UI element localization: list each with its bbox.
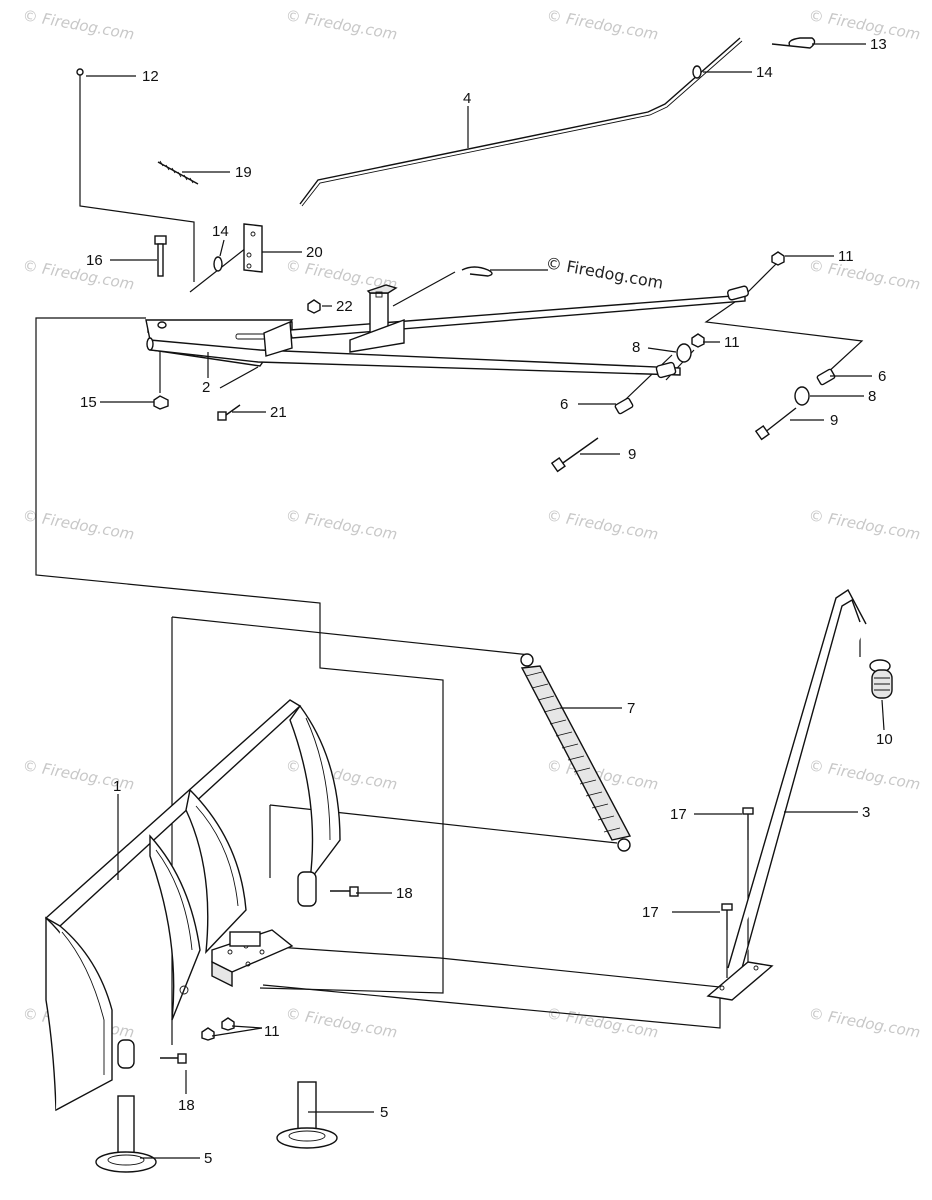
- bolt-part-18[interactable]: [330, 886, 359, 897]
- callout-7: 7: [627, 700, 635, 717]
- watermark: © Firedog.com: [545, 6, 659, 43]
- shoe-part-5[interactable]: [276, 1081, 338, 1149]
- bolt-part-18[interactable]: [160, 1053, 187, 1064]
- watermark: © Firedog.com: [807, 506, 921, 543]
- watermark: © Firedog.com: [21, 506, 135, 543]
- callout-3: 3: [862, 804, 870, 821]
- watermark: © Firedog.com: [21, 6, 135, 43]
- washer-part-14[interactable]: [692, 65, 702, 79]
- callout-5: 5: [204, 1150, 212, 1167]
- callout-21: 21: [270, 404, 287, 421]
- frame-pin-upper-right[interactable]: [727, 285, 749, 301]
- washer-part-14[interactable]: [213, 256, 223, 272]
- watermark: © Firedog.com: [807, 756, 921, 793]
- watermark: © Firedog.com: [284, 6, 398, 43]
- callout-9: 9: [830, 412, 838, 429]
- watermark: © Firedog.com: [807, 256, 921, 293]
- frame-part-2[interactable]: [145, 294, 746, 376]
- blade-socket-left[interactable]: [117, 1039, 135, 1069]
- watermark: © Firedog.com: [545, 506, 659, 543]
- callout-17: 17: [670, 806, 687, 823]
- callout-8: 8: [868, 388, 876, 405]
- pin-part-12[interactable]: [76, 68, 84, 88]
- callout-22: 22: [336, 298, 353, 315]
- shoe-part-5[interactable]: [95, 1095, 157, 1173]
- callout-15: 15: [80, 394, 97, 411]
- bracket-part-20[interactable]: [243, 223, 263, 273]
- watermark: © Firedog.com: [284, 756, 398, 793]
- nut-part-15[interactable]: [153, 395, 169, 410]
- callout-16: 16: [86, 252, 103, 269]
- watermark: © Firedog.com: [545, 1004, 659, 1041]
- washer-part-8[interactable]: [794, 386, 810, 406]
- callout-5: 5: [380, 1104, 388, 1121]
- blade-socket-right[interactable]: [297, 871, 317, 907]
- callout-14: 14: [756, 64, 773, 81]
- watermark: © Firedog.com: [807, 1004, 921, 1041]
- callout-6: 6: [560, 396, 568, 413]
- nut-part-22[interactable]: [307, 299, 321, 314]
- grip-part-10[interactable]: [869, 659, 893, 699]
- frame-upright[interactable]: [349, 284, 405, 353]
- bolt-part-9[interactable]: [550, 437, 599, 473]
- rod-part-4[interactable]: [299, 37, 743, 207]
- nut-part-11[interactable]: [221, 1017, 235, 1031]
- callout-13: 13: [870, 36, 887, 53]
- callout-leaders: [86, 43, 885, 1159]
- callout-1: 1: [113, 778, 121, 795]
- watermark-center: © Firedog.com: [544, 253, 664, 292]
- callout-11: 11: [724, 334, 740, 351]
- callout-2: 2: [202, 379, 210, 396]
- callout-9: 9: [628, 446, 636, 463]
- nut-part-11[interactable]: [771, 251, 785, 266]
- watermark-layer: © Firedog.com © Firedog.com © Firedog.co…: [21, 6, 921, 1041]
- watermark: © Firedog.com: [21, 256, 135, 293]
- hitch-pin-part-13[interactable]: [771, 37, 816, 49]
- watermark: © Firedog.com: [284, 506, 398, 543]
- bolt-part-9[interactable]: [754, 407, 797, 441]
- callout-11: 11: [838, 248, 854, 265]
- threaded-rod-part-19[interactable]: [157, 160, 199, 185]
- watermark: © Firedog.com: [807, 6, 921, 43]
- spring-part-7[interactable]: [520, 653, 632, 852]
- washer-part-8[interactable]: [676, 343, 692, 363]
- bolt-part-21[interactable]: [217, 404, 241, 421]
- callout-17: 17: [642, 904, 659, 921]
- callout-10: 10: [876, 731, 893, 748]
- callout-18: 18: [396, 885, 413, 902]
- bolt-part-17[interactable]: [721, 903, 733, 930]
- nut-part-11[interactable]: [201, 1027, 215, 1041]
- callout-labels: 12 13 14 4 19 14 20 16 22 11 11 8 2 15 2…: [80, 36, 893, 1167]
- callout-4: 4: [463, 90, 471, 107]
- callout-14: 14: [212, 223, 229, 240]
- handle-part-3[interactable]: [706, 588, 867, 1001]
- blade-mount-plate[interactable]: [179, 929, 294, 995]
- hitch-pin-center[interactable]: [461, 266, 493, 277]
- frame-pin-lower-right[interactable]: [655, 361, 677, 379]
- watermark: © Firedog.com: [284, 1004, 398, 1041]
- bushing-part-6[interactable]: [614, 397, 634, 415]
- callout-18: 18: [178, 1097, 195, 1114]
- callout-12: 12: [142, 68, 159, 85]
- callout-6: 6: [878, 368, 886, 385]
- bolt-part-16[interactable]: [154, 235, 167, 277]
- bolt-part-17[interactable]: [742, 807, 754, 840]
- callout-20: 20: [306, 244, 323, 261]
- callout-19: 19: [235, 164, 252, 181]
- blade-part-1[interactable]: [44, 699, 341, 1112]
- callout-11: 11: [264, 1023, 280, 1040]
- assembly-lines: [35, 88, 864, 1045]
- callout-8: 8: [632, 339, 640, 356]
- nut-part-11[interactable]: [691, 333, 705, 348]
- bushing-part-6[interactable]: [816, 368, 836, 386]
